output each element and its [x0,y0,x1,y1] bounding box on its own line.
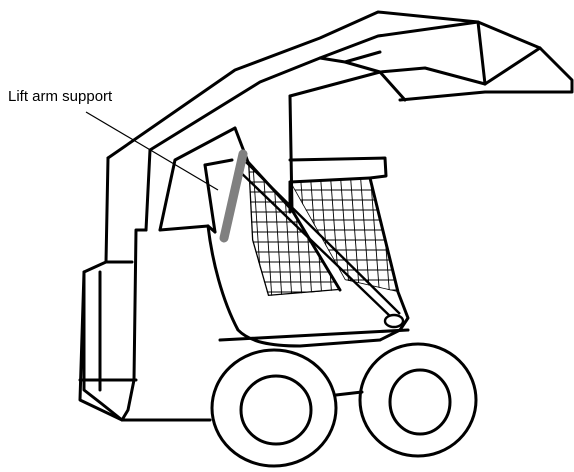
lift-arm-support-label: Lift arm support [8,88,112,105]
lift-cylinder [236,162,403,327]
lift-arm-support-strut [224,154,243,238]
callout-leader-line [86,112,218,190]
rear-screen-mesh [280,170,410,300]
wheel-axle-line [336,392,362,395]
rear-wheel [360,344,476,456]
front-wheel [212,350,336,466]
